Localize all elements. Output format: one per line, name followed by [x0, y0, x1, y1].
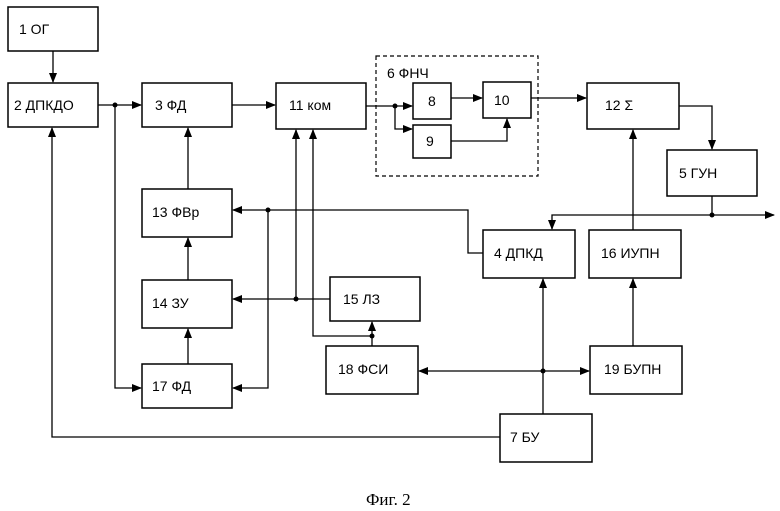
block-9: 9: [412, 124, 452, 159]
block-16-label: 16 ИУПН: [601, 245, 660, 261]
junction-11-out: [392, 103, 398, 109]
block-17-label: 17 ФД: [152, 378, 192, 394]
block-4-label: 4 ДПКД: [494, 245, 543, 261]
block-10: 10: [482, 81, 532, 119]
junction-7-bus: [540, 368, 546, 374]
group-6-label: 6 ФНЧ: [387, 65, 429, 81]
wire-4-to-13: [232, 206, 483, 254]
block-17: 17 ФД: [141, 363, 233, 409]
junction-18-out: [369, 333, 375, 339]
junction-15-out: [293, 296, 299, 302]
block-11-label: 11 ком: [289, 97, 331, 113]
block-18-label: 18 ФСИ: [338, 361, 388, 377]
block-1: 1 ОГ: [7, 6, 99, 52]
wire-5-to-4: [548, 214, 712, 230]
block-15-label: 15 ЛЗ: [343, 291, 380, 307]
block-1-label: 1 ОГ: [19, 21, 50, 37]
block-5: 5 ГУН: [666, 149, 758, 197]
block-14: 14 ЗУ: [141, 279, 233, 329]
block-3-label: 3 ФД: [155, 97, 187, 113]
wire-12-to-5: [679, 105, 716, 150]
block-3: 3 ФД: [141, 82, 233, 128]
block-18: 18 ФСИ: [325, 345, 419, 395]
wire-18-to-11: [309, 129, 373, 346]
wire-9-to-10: [451, 118, 511, 142]
block-16: 16 ИУПН: [588, 229, 682, 279]
block-7: 7 БУ: [499, 413, 593, 463]
group-6-lowpass-filter: [375, 55, 539, 177]
block-8-label: 8: [428, 93, 436, 109]
block-2: 2 ДПКДО: [7, 82, 99, 128]
figure-caption: Фиг. 2: [366, 490, 411, 509]
block-13: 13 ФВр: [141, 188, 233, 238]
block-7-label: 7 БУ: [510, 429, 540, 445]
block-13-label: 13 ФВр: [152, 204, 199, 220]
junction-5-out: [709, 212, 715, 218]
block-10-label: 10: [494, 92, 510, 108]
wire-feedback-to-17: [232, 210, 269, 392]
block-12: 12 Σ: [586, 82, 680, 130]
junction-2-out: [112, 102, 118, 108]
wire-7-to-2: [48, 127, 500, 438]
block-9-label: 9: [426, 133, 434, 149]
block-2-label: 2 ДПКДО: [14, 97, 74, 113]
block-12-label: 12 Σ: [605, 97, 633, 113]
block-8: 8: [412, 82, 452, 120]
block-14-label: 14 ЗУ: [152, 295, 189, 311]
block-11: 11 ком: [275, 82, 367, 130]
block-19-label: 19 БУПН: [604, 361, 661, 377]
block-15: 15 ЛЗ: [329, 276, 421, 322]
block-19: 19 БУПН: [589, 345, 683, 395]
wire-5-output: [711, 196, 775, 219]
wire-11-to-9: [394, 106, 413, 133]
block-5-label: 5 ГУН: [679, 165, 717, 181]
wire-2-to-17: [114, 105, 142, 392]
block-4: 4 ДПКД: [482, 229, 576, 279]
junction-13-in: [265, 207, 271, 213]
